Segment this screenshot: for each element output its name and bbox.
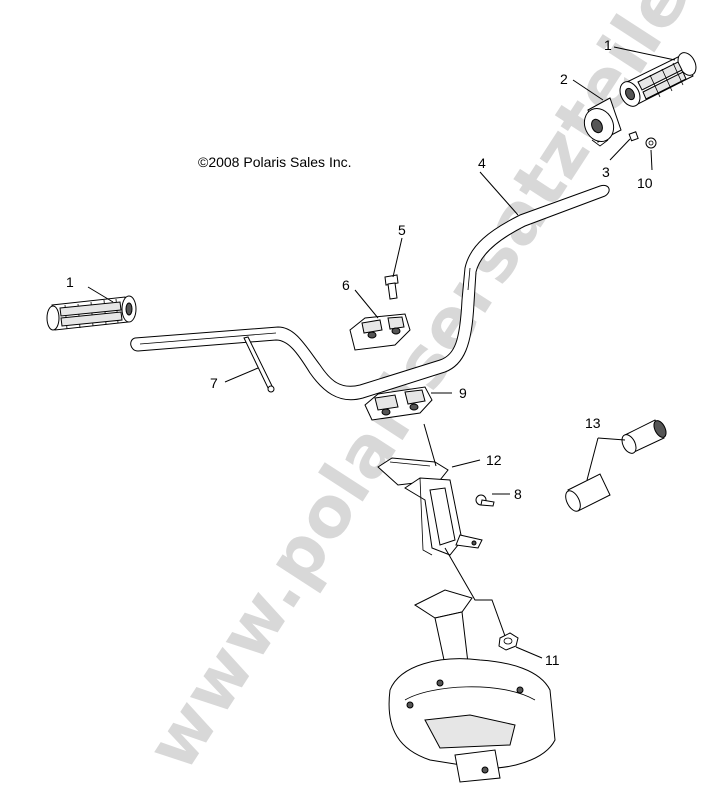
leader-lines [87,46,676,659]
callout-grip-right: 1 [604,37,612,53]
callout-clip: 3 [602,164,610,180]
grip-right [619,52,697,107]
callout-bracket: 12 [486,452,502,468]
callout-handlebar: 4 [478,155,486,171]
callout-grip-sleeve: 2 [560,71,568,87]
callout-screw: 8 [514,486,522,502]
callout-clamp-top: 6 [342,277,350,293]
callout-nut-10: 10 [637,175,653,191]
bolt-5 [384,274,399,300]
grip-left [46,295,137,331]
clamp-bottom [364,386,433,421]
callout-rod: 7 [210,375,218,391]
rod-7 [243,336,275,393]
handlebar [130,184,610,401]
callout-nut-11: 11 [545,652,560,668]
screw-8 [475,494,495,507]
plug-set-13 [565,419,667,512]
callout-clamp-bottom: 9 [459,385,467,401]
clamp-top [349,313,411,351]
clip [628,131,639,142]
callout-plug-set: 13 [585,415,601,431]
bracket-12 [377,457,483,556]
copyright-text: ©2008 Polaris Sales Inc. [198,154,352,170]
callout-grip-left: 1 [66,274,74,290]
nut-10 [645,137,657,149]
grip-sleeve [583,97,622,147]
callout-bolt: 5 [398,222,406,238]
frame-assembly [388,589,556,783]
nut-11 [498,632,519,651]
